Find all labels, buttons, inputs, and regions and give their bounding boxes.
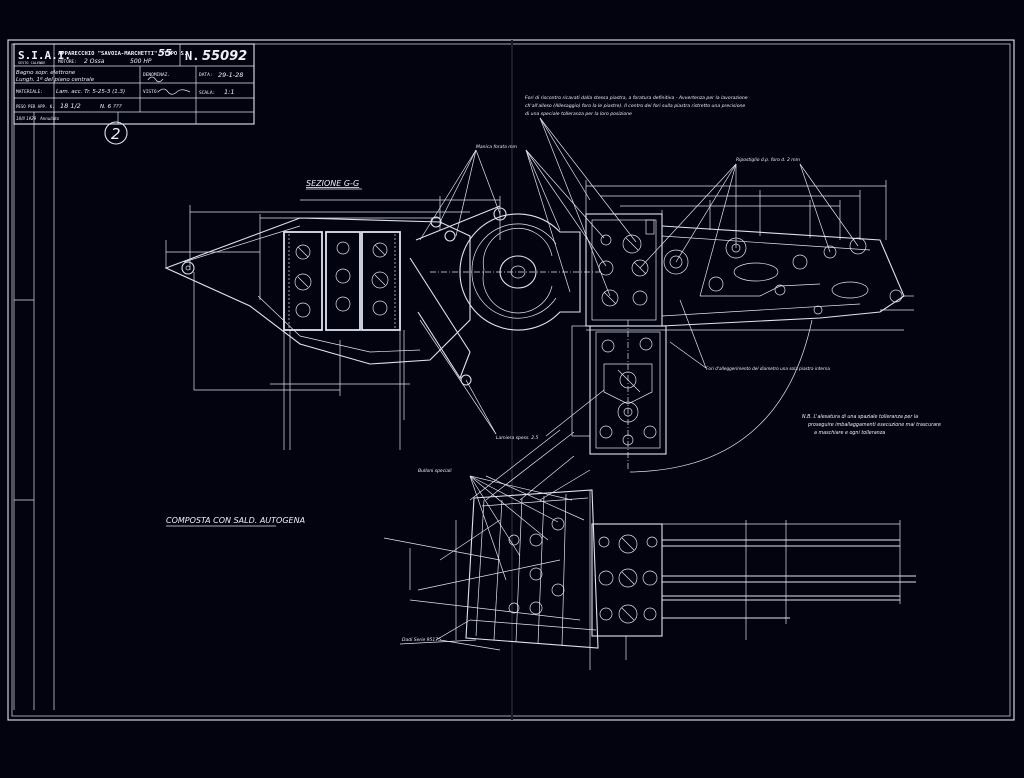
pieces-value: N. 6 ??? <box>100 104 122 110</box>
company-name: S.I.A.I. <box>18 49 71 62</box>
note-fori: Fori d'alleggerimento del diametro una s… <box>706 366 830 371</box>
engine-power: 500 HP <box>130 58 152 65</box>
weight-value: 18 1/2 <box>60 102 81 110</box>
drawing-number: 55092 <box>202 49 247 64</box>
engine-value: 2 Ossa <box>84 58 105 65</box>
company-subtitle: SESTO CALENDE <box>18 61 45 65</box>
designation-line-2: Lungh. 1º del piano centrale <box>16 76 95 83</box>
lower-angled-assembly <box>383 429 916 670</box>
aircraft-type: 55 <box>158 48 172 59</box>
margin-ticks <box>14 299 34 501</box>
signature <box>157 88 191 95</box>
sheet-marker-number: 2 <box>111 125 121 143</box>
designation-label: DENOMINAZ. <box>143 72 170 78</box>
leader-lines-upper <box>419 117 859 437</box>
lower-vertical-fitting <box>571 319 813 473</box>
scale-value: 1:1 <box>224 88 234 96</box>
central-hub <box>430 213 600 331</box>
note-lamiera: Lamiera spess. 2.5 <box>496 435 539 441</box>
material-value: Lam. acc. Tr. 5-25-3 (1.3) <box>56 89 125 95</box>
sheet-marker: 2 <box>104 121 128 145</box>
right-fitting <box>585 180 914 331</box>
number-label: N. <box>185 49 199 63</box>
title-block: S.I.A.I. SESTO CALENDE APPARECCHIO "SAVO… <box>13 43 255 710</box>
cancel-label: Annullato <box>39 116 60 121</box>
visto-label: VISTO: <box>143 89 159 95</box>
weight-label: PESO PER APP. K. <box>16 104 55 109</box>
note-bulloni: Bulloni speciali <box>418 468 452 474</box>
draftsman-signature <box>147 76 164 83</box>
top-note-line-2: ch'all'alleso (Allesaggio) foro la le pi… <box>525 103 745 109</box>
note-manica: Manica forata mm <box>476 144 518 150</box>
nb-line-1: N.B. L'alesatura di una spaziale tollera… <box>802 414 918 420</box>
top-note-line-1: Fori di riscontro ricavati dalla stessa … <box>525 95 748 101</box>
cancel-date: 18/II 1929 <box>16 116 37 121</box>
composite-label: COMPOSTA CON SALD. AUTOGENA <box>166 516 305 525</box>
upper-assembly-left <box>164 196 507 450</box>
scale-label: SCALA: <box>199 90 215 96</box>
date-label: DATA: <box>199 72 213 78</box>
nb-line-2: proseguire imballaggamenti esecuzione ma… <box>807 422 941 428</box>
engine-label: MOTORE: <box>58 59 77 65</box>
nb-line-3: a maschiare e ogni tolleranza <box>814 430 885 436</box>
designation-line-1: Bagno sopr. elettrone <box>16 70 76 76</box>
note-ripostiglio: Ripostiglio d.p. foro d. 2 mm <box>736 157 801 163</box>
aircraft-label: APPARECCHIO "SAVOIA-MARCHETTI", TIPO S. <box>58 51 187 57</box>
material-label: MATERIALE: <box>16 89 43 95</box>
section-label: SEZIONE G-G <box>306 179 359 188</box>
top-note-line-3: di una speciale tolleranza per la loro p… <box>525 111 632 117</box>
note-dadi: Dadi Serie 95175 <box>402 637 441 643</box>
date-value: 29-1-28 <box>218 71 243 79</box>
